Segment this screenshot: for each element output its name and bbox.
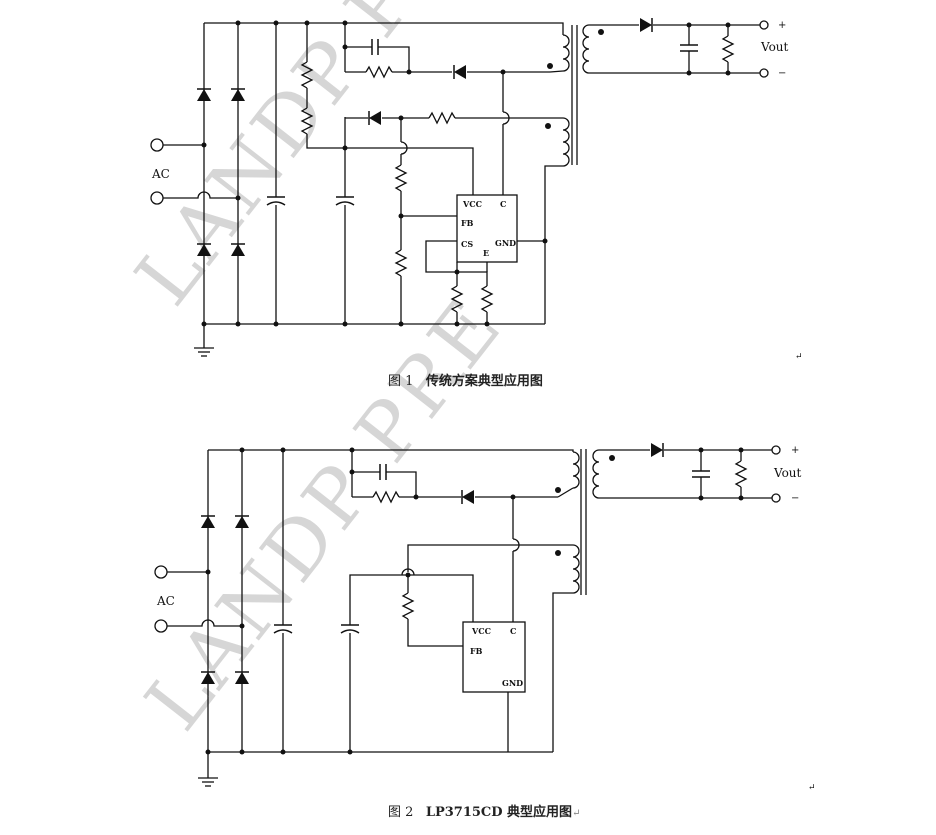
- return-mark-2: ↵: [808, 783, 816, 793]
- output-capacitor-2: [691, 470, 711, 478]
- figure-1-number: 图 1: [388, 374, 414, 389]
- output-diode-1: [639, 17, 653, 33]
- vcc-capacitor: [335, 196, 355, 206]
- ground-symbol-1: [193, 347, 215, 357]
- bridge-diode-2: [230, 88, 246, 102]
- watermark-2: LANDP PRE: [129, 281, 520, 746]
- figure-2-caption: 图 2 LP3715CD 典型应用图↵: [388, 801, 580, 820]
- ac-terminal-3: [154, 565, 168, 579]
- figure-1-caption: 图 1 传统方案典型应用图: [388, 370, 543, 389]
- aux-diode-1: [368, 110, 382, 126]
- vout-label-2: Vout: [773, 466, 802, 480]
- bridge-diode-1: [196, 88, 212, 102]
- ac-terminal-1: [150, 138, 164, 152]
- controller-chip-1: [456, 194, 518, 263]
- chip1-gnd-pin: GND: [495, 238, 516, 248]
- chip2-gnd-pin: GND: [502, 678, 523, 688]
- ac-terminal-2: [150, 191, 164, 205]
- vout-plus-terminal-2: [771, 445, 781, 455]
- chip1-e-pin: E: [483, 248, 489, 258]
- figure-2-number: 图 2: [388, 805, 414, 820]
- output-capacitor-1: [679, 44, 699, 52]
- snubber-diode-2: [461, 489, 475, 505]
- output-diode-2: [650, 442, 664, 458]
- vout-minus-label-2: −: [791, 493, 799, 504]
- controller-chip-2: [462, 621, 526, 693]
- ac-label-2: AC: [156, 594, 175, 608]
- chip2-vcc-pin: VCC: [471, 626, 491, 636]
- chip1-fb-pin: FB: [461, 218, 474, 228]
- figure-1-title: 传统方案典型应用图: [425, 374, 543, 389]
- vout-plus-label-1: +: [778, 20, 786, 31]
- vout-plus-label-2: +: [791, 445, 799, 456]
- vout-minus-terminal-1: [759, 68, 769, 78]
- ac-label: AC: [151, 167, 170, 181]
- snubber-diode-1: [453, 64, 467, 80]
- chip2-c-pin: C: [510, 626, 516, 636]
- ground-symbol-2: [197, 777, 219, 787]
- figure-2-circuit: AC: [154, 442, 816, 793]
- vout-label-1: Vout: [760, 40, 789, 54]
- vcc-capacitor-2: [340, 624, 360, 634]
- bridge-diode-6: [234, 515, 250, 529]
- chip1-vcc-pin: VCC: [462, 199, 482, 209]
- chip2-fb-pin: FB: [470, 646, 483, 656]
- watermark-1: LANDP PRE: [119, 0, 510, 322]
- vout-plus-terminal-1: [759, 20, 769, 30]
- vout-minus-label-1: −: [778, 68, 786, 79]
- ac-terminal-4: [154, 619, 168, 633]
- figure-1-circuit: AC: [150, 17, 803, 362]
- bridge-diode-5: [200, 515, 216, 529]
- chip1-c-pin: C: [500, 199, 506, 209]
- return-mark-1: ↵: [795, 352, 803, 362]
- chip1-cs-pin: CS: [461, 239, 473, 249]
- caption-return-mark: ↵: [572, 808, 581, 819]
- figure-2-title: LP3715CD 典型应用图: [425, 805, 573, 820]
- vout-minus-terminal-2: [771, 493, 781, 503]
